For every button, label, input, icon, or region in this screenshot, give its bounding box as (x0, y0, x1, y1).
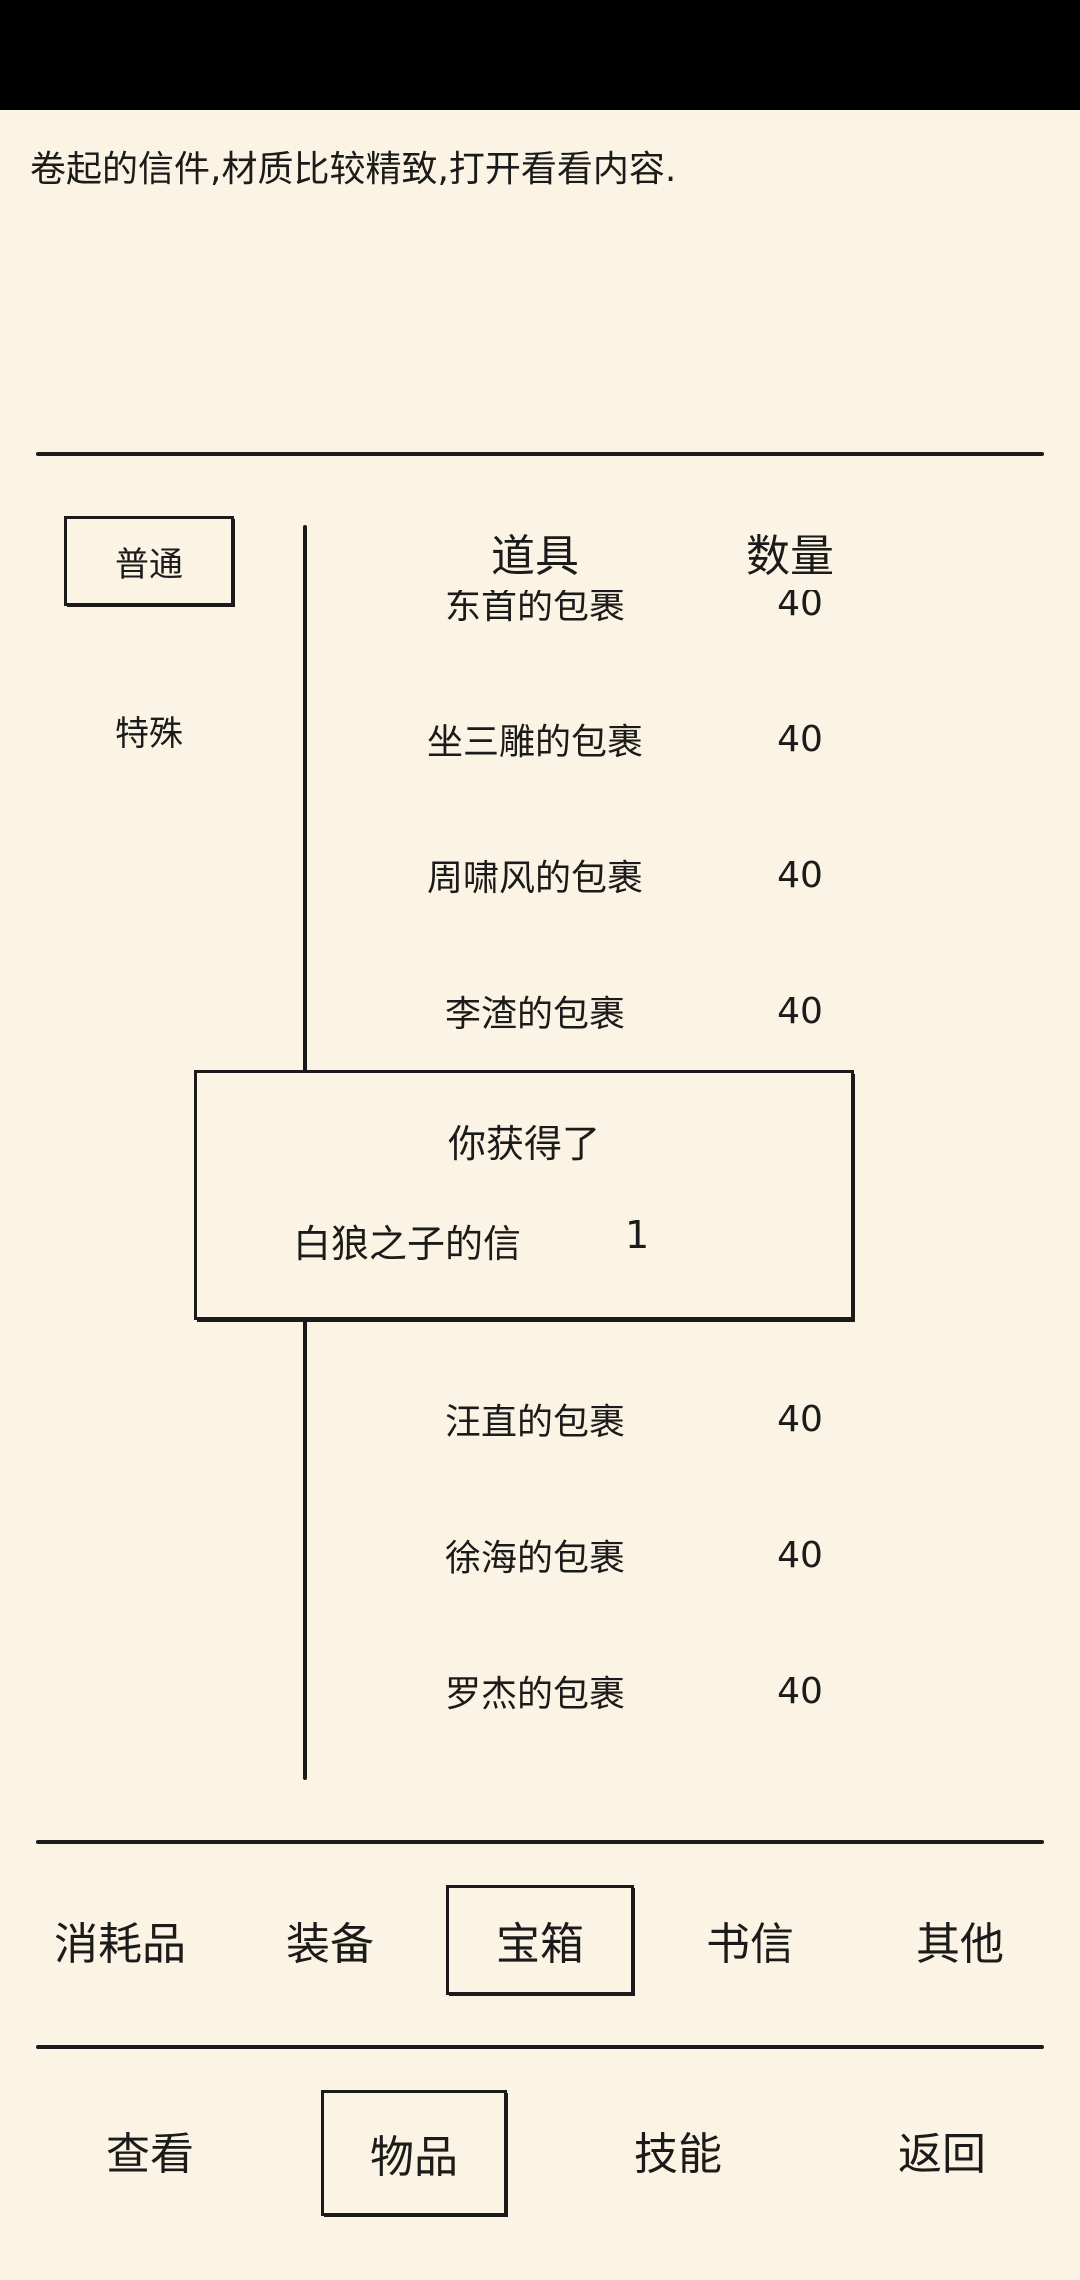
tab-letters[interactable]: 书信 (660, 1885, 840, 1995)
list-item[interactable]: 罗杰的包裹 40 (310, 1623, 870, 1759)
tab-chest[interactable]: 宝箱 (446, 1885, 634, 1995)
reward-dialog[interactable]: 你获得了 白狼之子的信 1 (194, 1070, 854, 1320)
list-item[interactable]: 东首的包裹 40 (310, 590, 870, 671)
list-item[interactable]: 汪直的包裹 40 (310, 1351, 870, 1487)
item-qty: 40 (777, 718, 823, 760)
item-qty: 40 (777, 854, 823, 896)
divider-middle (36, 1840, 1044, 1844)
divider-top (36, 452, 1044, 456)
item-name: 李渣的包裹 (444, 994, 625, 1035)
subtab-special-label: 特殊 (115, 713, 183, 754)
item-name: 罗杰的包裹 (444, 1674, 625, 1715)
nav-view-label: 查看 (106, 2129, 194, 2180)
item-qty: 40 (777, 590, 823, 624)
divider-bottom (36, 2045, 1044, 2049)
reward-item-qty: 1 (625, 1213, 650, 1257)
subtab-normal-label: 普通 (115, 544, 183, 585)
item-name: 徐海的包裹 (444, 1538, 625, 1579)
nav-skills[interactable]: 技能 (588, 2095, 768, 2205)
nav-view[interactable]: 查看 (60, 2095, 240, 2205)
tab-other-label: 其他 (916, 1919, 1004, 1970)
tab-consumables-label: 消耗品 (54, 1919, 186, 1970)
subtab-special[interactable]: 特殊 (64, 685, 234, 775)
tab-letters-label: 书信 (706, 1919, 794, 1970)
nav-back[interactable]: 返回 (852, 2095, 1032, 2205)
nav-back-label: 返回 (898, 2129, 986, 2180)
item-name: 东首的包裹 (444, 590, 625, 627)
item-qty: 40 (777, 990, 823, 1032)
item-list[interactable]: 东首的包裹 40 坐三雕的包裹 40 周啸风的包裹 40 李渣的包裹 40 汪直的包裹 4… (310, 590, 870, 1780)
nav-skills-label: 技能 (634, 2129, 722, 2180)
item-description: 卷起的信件,材质比较精致,打开看看内容. (30, 149, 677, 190)
column-header-qty: 数量 (746, 531, 834, 582)
column-header-item: 道具 (491, 531, 579, 582)
item-name: 坐三雕的包裹 (426, 722, 643, 763)
reward-dialog-title: 你获得了 (447, 1122, 600, 1166)
list-item[interactable]: 李渣的包裹 40 (310, 943, 870, 1079)
tab-other[interactable]: 其他 (870, 1885, 1050, 1995)
reward-item-name: 白狼之子的信 (293, 1222, 522, 1266)
item-qty: 40 (777, 1534, 823, 1576)
subtab-normal[interactable]: 普通 (64, 516, 234, 606)
item-qty: 40 (777, 1398, 823, 1440)
list-item[interactable]: 周啸风的包裹 40 (310, 807, 870, 943)
list-item[interactable]: 徐海的包裹 40 (310, 1487, 870, 1623)
tab-equipment[interactable]: 装备 (240, 1885, 420, 1995)
tab-equipment-label: 装备 (286, 1919, 374, 1970)
tab-consumables[interactable]: 消耗品 (30, 1885, 210, 1995)
nav-items[interactable]: 物品 (321, 2090, 507, 2216)
status-bar (0, 0, 1080, 110)
tab-chest-label: 宝箱 (496, 1919, 584, 1970)
item-name: 周啸风的包裹 (426, 858, 643, 899)
list-item[interactable]: 坐三雕的包裹 40 (310, 671, 870, 807)
item-qty: 40 (777, 1670, 823, 1712)
nav-items-label: 物品 (370, 2132, 458, 2183)
item-name: 汪直的包裹 (444, 1402, 625, 1443)
